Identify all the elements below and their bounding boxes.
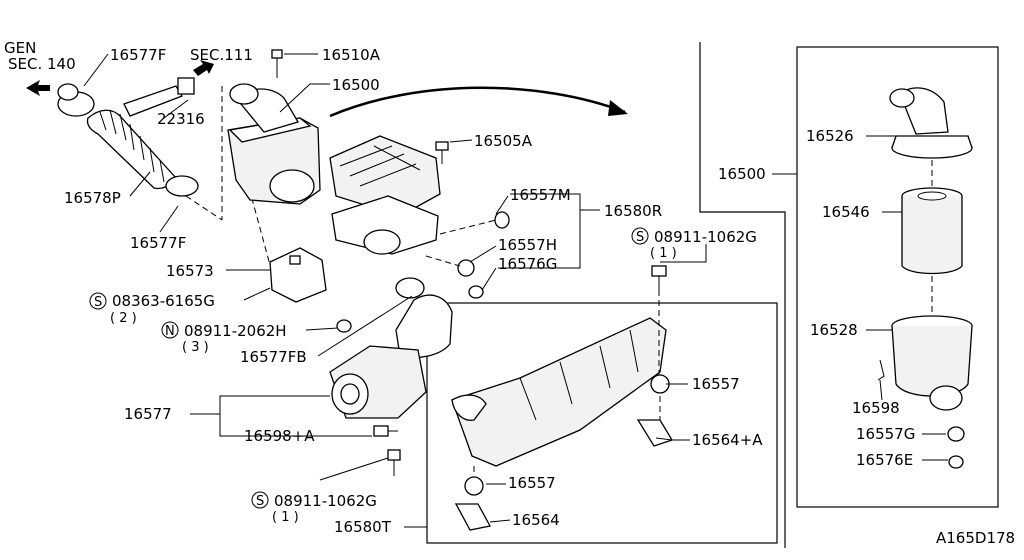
bracket-16573 [269,247,327,303]
air-cleaner-16500 [227,83,321,205]
bolt-16505A [435,141,449,164]
duct-16577 [329,345,427,419]
label-16526: 16526 [806,127,854,145]
guide-line-2 [185,195,223,221]
nut-08911-2062H [336,319,352,333]
sensor-16598A [373,425,398,437]
element-16546 [901,187,963,275]
label-16577F-mid: 16577F [130,234,186,252]
svg-text:N: N [165,324,175,339]
label-sec111: SEC.111 [190,46,253,64]
bracket-16564A [636,419,673,447]
label-s08911-1062G-bottom: 08911-1062G [274,492,377,510]
label-16580T: 16580T [334,518,392,536]
clip-16598 [877,359,885,381]
leader-lines [83,53,948,528]
resonator-frame [426,302,778,544]
label-16577: 16577 [124,405,172,423]
bolt-08911-1062G-top [651,265,667,290]
mark-n-08911: N [161,321,179,339]
label-s08911-1062G-top: 08911-1062G [654,228,757,246]
label-16557-right: 16557 [692,375,740,393]
bracket-16564 [454,503,491,531]
label-s08911-1062G-bottom-qty: ( 1 ) [272,510,299,525]
duct-upper [395,294,453,359]
grommet-16557G [947,426,965,442]
resonator-box [329,135,441,255]
svg-text:S: S [256,494,264,509]
label-s08363-6165G: 08363-6165G [112,292,215,310]
label-22316: 22316 [157,110,205,128]
label-16564A: 16564+A [692,431,763,449]
mark-s-08911-bottom: S [251,491,269,509]
guide-line-4 [439,219,497,235]
air-cleaner-exploded-frame [796,46,999,508]
grommet-16557H [457,259,475,277]
svg-text:S: S [636,230,644,245]
case-16528 [891,315,973,411]
label-s08363-6165G-qty: ( 2 ) [110,311,137,326]
clamp-16577F-lower [395,277,425,299]
clamp-16577F-top [57,83,95,117]
grommet-16557-bottom [464,476,484,496]
label-s08911-1062G-top-qty: ( 1 ) [650,246,677,261]
label-gen: GEN [4,39,36,57]
label-n08911-2062H-qty: ( 3 ) [182,340,209,355]
collar-16576G [468,285,484,299]
guide-line-5 [425,255,461,267]
resonator-16580T [451,317,667,467]
label-16578P: 16578P [64,189,121,207]
label-16580R: 16580R [604,202,662,220]
label-n08911-2062H: 08911-2062H [184,322,287,340]
grommet-16557M [494,211,510,229]
label-16557G: 16557G [856,425,915,443]
label-16576E: 16576E [856,451,913,469]
collar-16576E [948,455,964,469]
clamp-16577F-mid [165,175,199,197]
label-16598: 16598 [852,399,900,417]
sec111-arrow-icon [193,60,214,76]
bolt-16510A [271,49,283,78]
label-16557-bottom: 16557 [508,474,556,492]
label-16564: 16564 [512,511,560,529]
svg-text:S: S [94,295,102,310]
section-divider-line [699,42,786,548]
label-16577F-top: 16577F [110,46,166,64]
mark-s-08911-top: S [631,227,649,245]
label-16577FB: 16577FB [240,348,307,366]
cover-16526 [889,87,973,159]
assembly-arrow [329,86,626,118]
bolt-08911-1062G-bottom [387,449,401,476]
diagram-id: A165D178 [936,529,1015,547]
label-16528: 16528 [810,321,858,339]
label-16500-top: 16500 [332,76,380,94]
label-16500-side: 16500 [718,165,766,183]
label-16576G: 16576G [498,255,557,273]
label-16573: 16573 [166,262,214,280]
label-sec140: SEC. 140 [8,55,76,73]
label-16598A: 16598+A [244,427,315,445]
gen-arrow-icon [26,80,50,96]
assembly-arrow-head [608,100,628,116]
label-16557H: 16557H [498,236,557,254]
tube-22316 [123,77,195,117]
label-16505A: 16505A [474,132,533,150]
label-16546: 16546 [822,203,870,221]
label-16510A: 16510A [322,46,381,64]
label-16557M: 16557M [510,186,571,204]
mark-s-08363: S [89,292,107,310]
